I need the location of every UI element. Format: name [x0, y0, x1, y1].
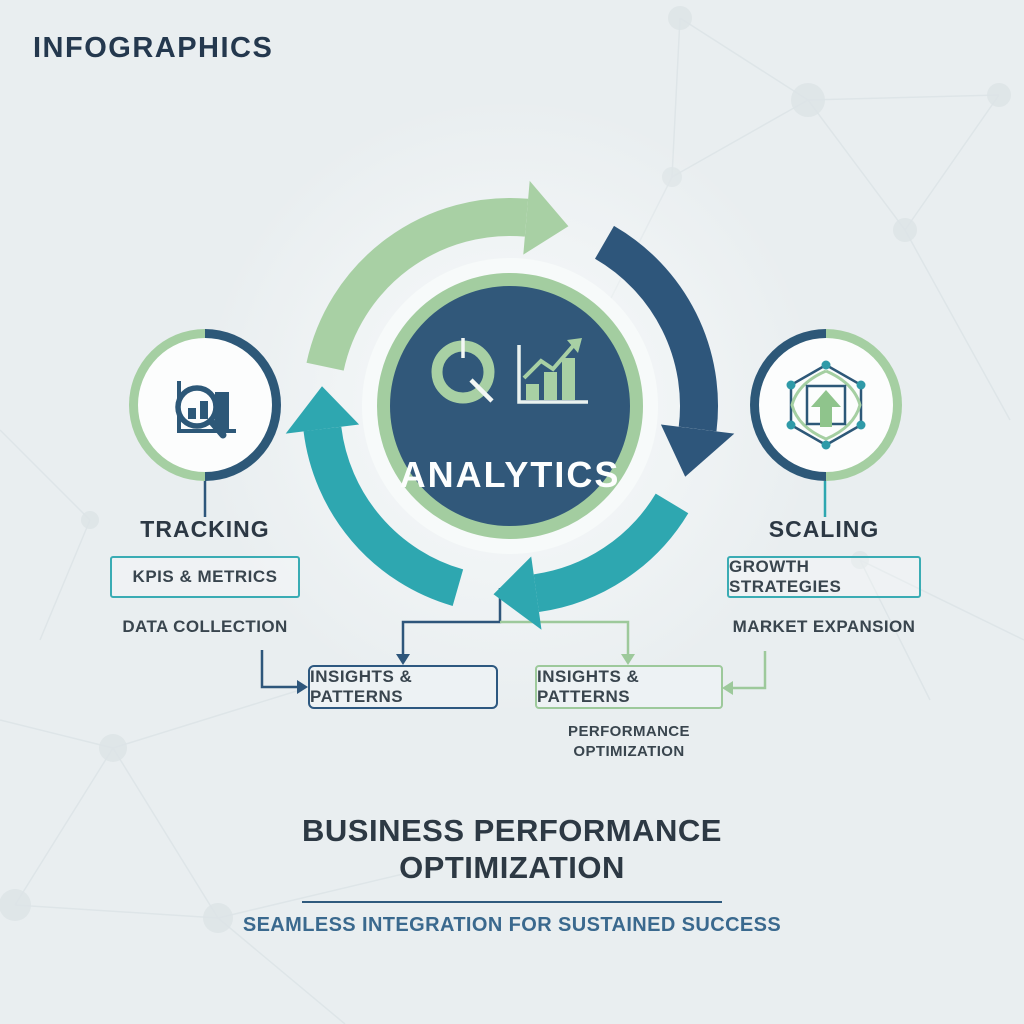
insights-patterns-box-right: INSIGHTS & PATTERNS	[535, 665, 723, 709]
magnifier-bar-chart-icon	[175, 381, 236, 439]
footer-subtitle: SEAMLESS INTEGRATION FOR SUSTAINED SUCCE…	[242, 914, 782, 936]
scaling-heading: SCALING	[768, 516, 880, 542]
insights-patterns-box-left: INSIGHTS & PATTERNS	[308, 665, 498, 709]
bar-chart-trend-icon	[517, 338, 588, 404]
analytics-label: ANALYTICS	[399, 454, 621, 495]
performance-optimization-label: PERFORMANCE OPTIMIZATION	[568, 723, 690, 761]
kpis-metrics-box: KPIS & METRICS	[110, 556, 300, 598]
market-expansion-label: MARKET EXPANSION	[732, 617, 916, 636]
footer-divider	[302, 901, 722, 903]
donut-chart-icon	[431, 338, 495, 404]
scaling-circle	[750, 329, 902, 481]
analytics-icons	[431, 338, 588, 404]
tracking-heading: TRACKING	[140, 516, 270, 542]
hexagon-growth-arrow-icon	[786, 360, 866, 450]
analytics-circle: ANALYTICS	[377, 273, 643, 539]
page-title: INFOGRAPHICS	[33, 32, 274, 64]
footer-title: BUSINESS PERFORMANCE OPTIMIZATION	[302, 813, 722, 886]
data-collection-label: DATA COLLECTION	[122, 617, 288, 636]
growth-strategies-box: GROWTH STRATEGIES	[727, 556, 921, 598]
tracking-circle	[129, 329, 281, 481]
